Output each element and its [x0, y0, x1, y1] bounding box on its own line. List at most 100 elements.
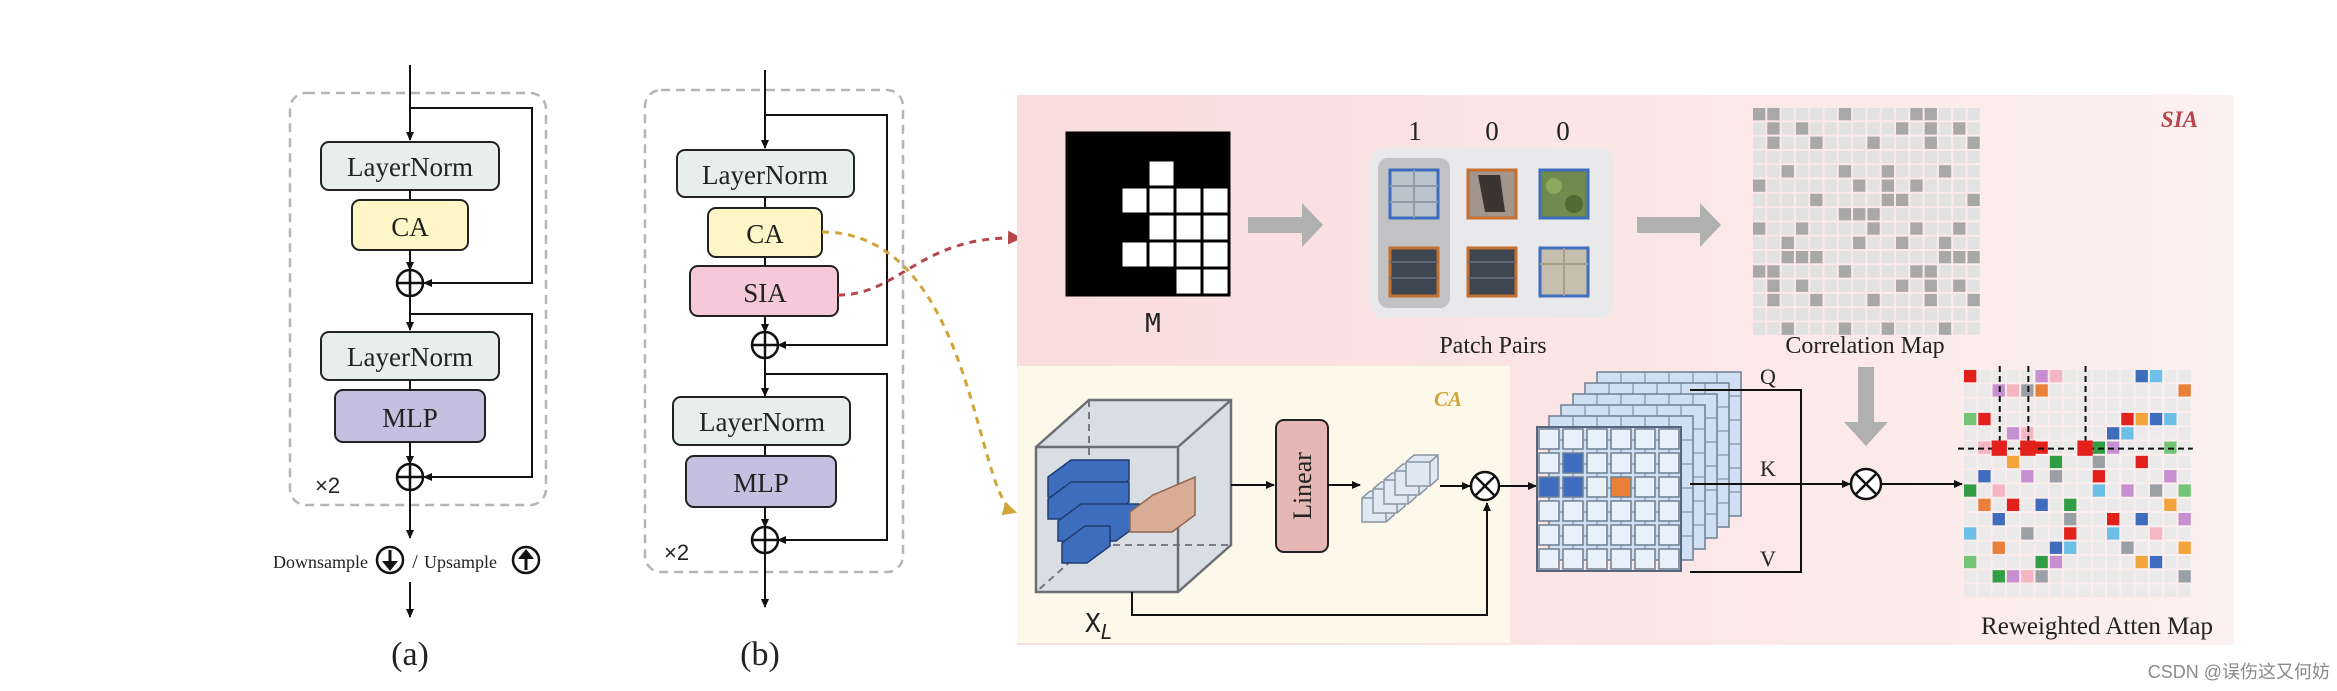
correlation-cell [1867, 150, 1880, 164]
correlation-cell [1838, 165, 1852, 178]
cube-cell [1634, 452, 1656, 474]
cube-front-face [1536, 426, 1682, 572]
panel-b: LayerNorm CA SIA LayerNorm MLP ×2 (b) [643, 70, 905, 673]
reweighted-cell [2135, 484, 2148, 497]
input-label: XL [1085, 609, 1113, 644]
correlation-cell [1938, 251, 1952, 264]
layernorm-2-label: LayerNorm [347, 342, 473, 372]
patch-bottom-2 [1466, 246, 1518, 298]
reweighted-cell [2021, 427, 2034, 440]
reweighted-cell [2049, 412, 2063, 426]
reweighted-cell [2064, 584, 2077, 597]
patch-bottom-3 [1538, 246, 1590, 298]
cube-cell [1634, 428, 1656, 450]
correlation-cell [1924, 308, 1937, 321]
correlation-cell [1853, 308, 1866, 321]
reweighted-cell [1992, 498, 2005, 511]
reweighted-cell [1964, 584, 1977, 597]
reweighted-cell [2164, 484, 2177, 497]
mask-cell [1173, 212, 1204, 243]
mask-cell [1065, 212, 1096, 243]
reweighted-cell [2064, 527, 2077, 540]
reweighted-cell [2107, 541, 2120, 554]
correlation-cell [1881, 165, 1894, 178]
correlation-cell [1853, 108, 1866, 121]
reweighted-cell [2164, 427, 2177, 440]
reweighted-cell [1964, 541, 1977, 554]
correlation-cell [1838, 265, 1852, 278]
correlation-cell [1753, 165, 1766, 178]
reweighted-cell [2092, 498, 2105, 511]
correlation-cell [1810, 193, 1823, 207]
correlation-cell [1795, 236, 1809, 249]
reweighted-cell [2149, 470, 2163, 483]
correlation-cell [1810, 179, 1823, 192]
reweighted-cell [2006, 370, 2020, 383]
mask-cell [1200, 212, 1231, 243]
reweighted-cell [2006, 527, 2020, 540]
panel-a-repeat: ×2 [315, 473, 340, 498]
reweighted-cell [2107, 570, 2120, 583]
reweighted-cell [2092, 541, 2105, 554]
arrow-correlation-down-icon [1844, 367, 1888, 446]
reweighted-cell [2121, 527, 2134, 540]
correlation-cell [1938, 193, 1952, 207]
reweighted-cell [2135, 555, 2148, 569]
cube-cell [1586, 452, 1608, 474]
reweighted-cell [2064, 513, 2077, 526]
cube-cell [1586, 548, 1608, 570]
reweighted-cell [2178, 584, 2191, 597]
reweighted-cell [2135, 384, 2148, 397]
add-circle-1-icon [395, 268, 425, 298]
orange-channel-cube [1129, 475, 1196, 533]
correlation-cell [1881, 150, 1894, 164]
reweighted-cell [1964, 570, 1977, 583]
mask-cell [1146, 185, 1177, 216]
reweighted-cell [2064, 484, 2077, 497]
correlation-cell [1824, 165, 1837, 178]
correlation-cell [1924, 150, 1937, 164]
reweighted-cell [1978, 441, 1991, 454]
reweighted-cell [2006, 398, 2020, 411]
cube-cell [1538, 476, 1560, 498]
layernorm-1-label: LayerNorm [702, 160, 828, 190]
reweighted-cell [1992, 470, 2005, 483]
correlation-cell [1924, 122, 1937, 135]
correlation-cell [1781, 222, 1794, 235]
panel-a-caption: (a) [391, 636, 429, 673]
correlation-label: Correlation Map [1785, 333, 1944, 359]
mask-cell [1200, 131, 1231, 162]
ca-tag: CA [1434, 387, 1462, 411]
reweighted-cell [2035, 541, 2048, 554]
cube-cell [1586, 524, 1608, 546]
correlation-cell [1953, 193, 1966, 207]
reweighted-cell [1978, 398, 1991, 411]
mask-cell [1200, 266, 1231, 297]
reweighted-cell [2149, 527, 2163, 540]
correlation-cell [1938, 150, 1952, 164]
reweighted-cell [2035, 513, 2048, 526]
reweighted-cell [2035, 584, 2048, 597]
correlation-cell [1838, 108, 1852, 121]
reweighted-cell [2092, 484, 2105, 497]
reweighted-cell [2121, 427, 2134, 440]
correlation-cell [1753, 193, 1766, 207]
reweighted-cell [2049, 441, 2063, 454]
reweighted-cell [2021, 513, 2034, 526]
correlation-cell [1853, 136, 1866, 149]
reweighted-cell [2035, 470, 2048, 483]
reweighted-cell [2149, 541, 2163, 554]
reweighted-cell [2035, 555, 2048, 569]
reweighted-cell [2149, 513, 2163, 526]
correlation-cell [1853, 179, 1866, 192]
reweighted-cell [2164, 370, 2177, 383]
mask-cell [1146, 131, 1177, 162]
correlation-cell [1924, 208, 1937, 221]
correlation-cell [1853, 236, 1866, 249]
reweighted-cell [1978, 412, 1991, 426]
cube-cell [1658, 548, 1680, 570]
correlation-cell [1910, 322, 1923, 335]
reweighted-cell [2149, 484, 2163, 497]
correlation-cell [1781, 251, 1794, 264]
correlation-cell [1953, 136, 1966, 149]
